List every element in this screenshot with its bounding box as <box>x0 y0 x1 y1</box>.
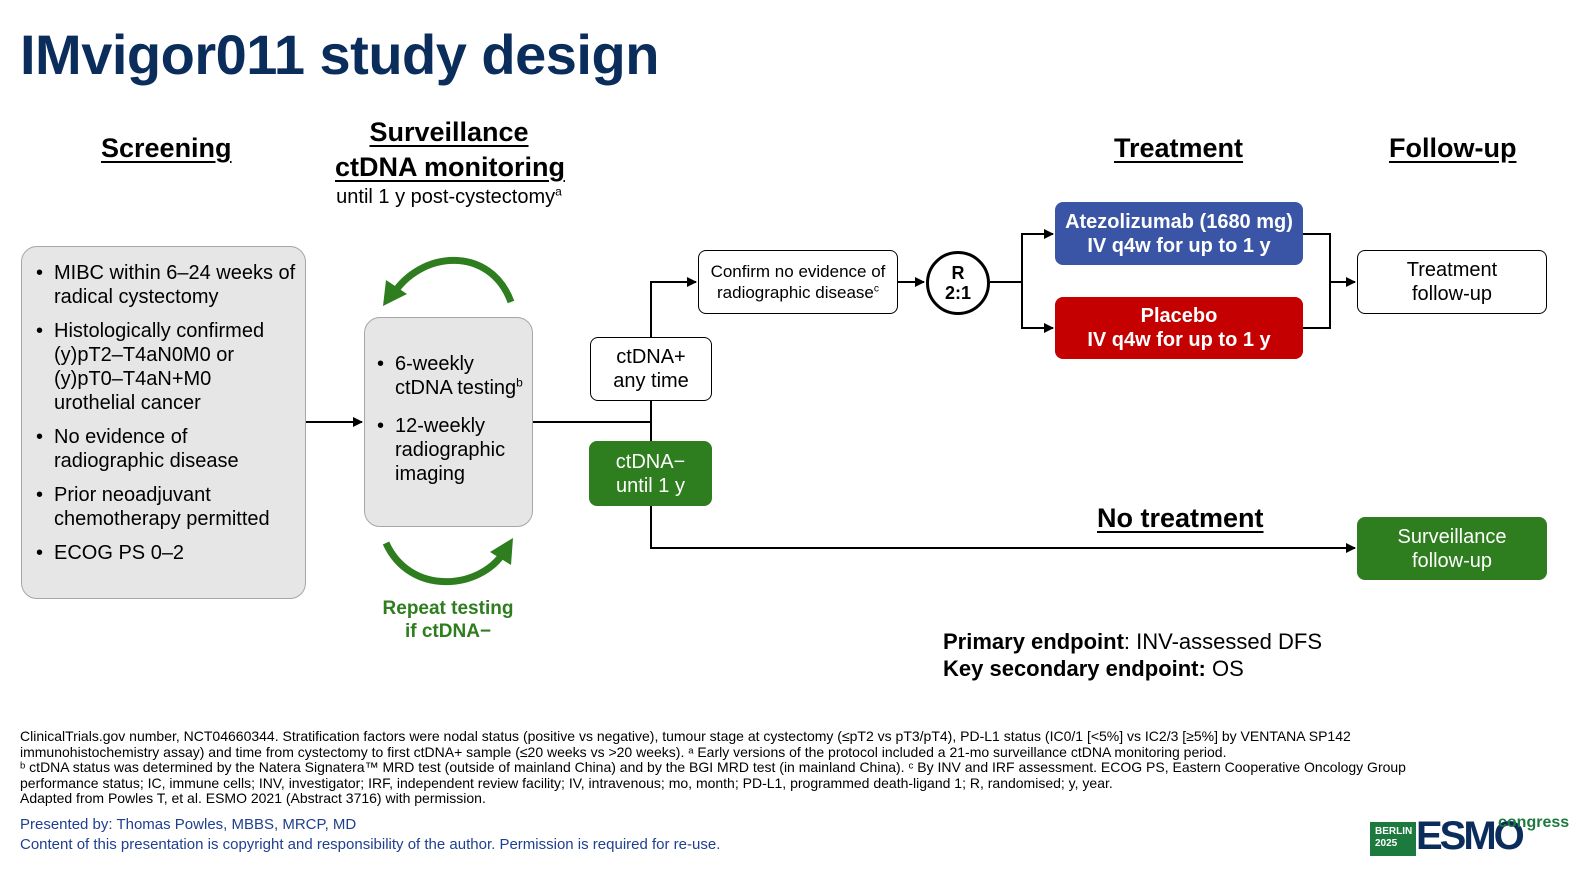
secondary-endpoint: Key secondary endpoint: OS <box>943 655 1322 682</box>
confirm-line2-text: radiographic disease <box>717 283 874 302</box>
placebo-arm-box: Placebo IV q4w for up to 1 y <box>1055 297 1303 359</box>
surveillance-item-imaging-line3: imaging <box>395 463 466 485</box>
surveillance-list: 6-weekly ctDNA testingb 12-weekly radiog… <box>369 352 526 486</box>
presenter-credit: Presented by: Thomas Powles, MBBS, MRCP,… <box>20 816 357 833</box>
footnote-line: immunohistochemistry assay) and time fro… <box>20 743 1227 760</box>
surveillance-item-ctdna-text: ctDNA testing <box>395 377 517 399</box>
surveillance-item-imaging-line2: radiographic <box>395 439 506 461</box>
surveillance-subtitle-text: until 1 y post-cystectomy <box>336 186 556 208</box>
footnote-c-marker: c <box>873 283 879 295</box>
treatment-followup-line2: follow-up <box>1411 283 1493 305</box>
footnote-line: ᵇ ctDNA status was determined by the Nat… <box>20 759 1406 775</box>
screening-criterion-line: Prior neoadjuvant <box>54 484 211 506</box>
endpoints-block: Primary endpoint: INV-assessed DFS Key s… <box>943 628 1322 682</box>
confirm-line2: radiographic diseasec <box>717 282 879 303</box>
repeat-testing-line2: if ctDNA− <box>404 621 492 642</box>
logo-word: congress <box>1498 814 1570 831</box>
ctdna-negative-line2: until 1 y <box>616 474 685 497</box>
screening-criterion-line: urothelial cancer <box>54 392 201 414</box>
surveillance-item-imaging: 12-weekly radiographic imaging <box>369 414 526 486</box>
esmo-congress-logo: BERLIN 2025 ESMO congress <box>1370 814 1570 858</box>
screening-criterion-line: (y)pT2–T4aN0M0 or <box>54 344 235 366</box>
footnote-a-marker: a <box>555 184 562 199</box>
primary-endpoint-value: : INV-assessed DFS <box>1123 629 1322 654</box>
confirm-radiographic-box: Confirm no evidence of radiographic dise… <box>698 250 898 314</box>
screening-criterion-line: ECOG PS 0–2 <box>54 542 185 564</box>
atezolizumab-line1: Atezolizumab (1680 mg) <box>1065 210 1293 233</box>
cycle-arrowhead-top <box>383 280 407 306</box>
heading-surveillance-line1: Surveillance <box>369 117 529 147</box>
repeat-testing-line1: Repeat testing <box>382 598 514 619</box>
logo-year: 2025 <box>1375 838 1398 849</box>
screening-criterion-line: radiographic disease <box>54 450 239 472</box>
footnote-b-marker: b <box>516 375 523 390</box>
placebo-line1: Placebo <box>1140 305 1218 327</box>
ctdna-positive-line1: ctDNA+ <box>616 346 686 368</box>
cycle-arrow-top <box>389 256 515 304</box>
cycle-arrow-bottom <box>382 541 507 586</box>
heading-screening: Screening <box>101 133 232 163</box>
surveillance-box: 6-weekly ctDNA testingb 12-weekly radiog… <box>364 317 533 527</box>
heading-treatment: Treatment <box>1114 133 1244 163</box>
heading-no-treatment: No treatment <box>1097 503 1264 533</box>
screening-criterion-line: chemotherapy permitted <box>54 508 270 530</box>
secondary-endpoint-label: Key secondary endpoint: <box>943 656 1206 681</box>
surveillance-item-ctdna-line2: ctDNA testingb <box>395 376 526 400</box>
heading-surveillance: Surveillance ctDNA monitoring <box>335 117 565 183</box>
screening-criterion-line: radical cystectomy <box>54 286 219 308</box>
logo-brand: ESMO <box>1416 814 1525 858</box>
heading-followup: Follow-up <box>1389 133 1517 163</box>
randomisation-ratio: 2:1 <box>944 283 971 303</box>
surveillance-followup-line2: follow-up <box>1411 549 1493 572</box>
copyright-notice: Content of this presentation is copyrigh… <box>20 836 721 853</box>
treatment-followup-line1: Treatment <box>1406 259 1498 281</box>
ctdna-positive-line2: any time <box>613 370 689 392</box>
surveillance-item-ctdna: 6-weekly ctDNA testingb <box>369 352 526 400</box>
atezolizumab-arm-box: Atezolizumab (1680 mg) IV q4w for up to … <box>1055 202 1303 265</box>
footnote-line: Adapted from Powles T, et al. ESMO 2021 … <box>20 790 486 806</box>
primary-endpoint: Primary endpoint: INV-assessed DFS <box>943 628 1322 655</box>
page-title: IMvigor011 study design <box>20 23 659 86</box>
secondary-endpoint-value: OS <box>1205 656 1244 681</box>
ctdna-negative-box: ctDNA− until 1 y <box>589 441 712 506</box>
ctdna-negative-line1: ctDNA− <box>615 450 686 473</box>
atezolizumab-line2: IV q4w for up to 1 y <box>1087 234 1271 257</box>
cycle-arrowhead-bottom <box>490 538 513 565</box>
randomisation-r: R <box>951 263 965 283</box>
confirm-line1: Confirm no evidence of <box>710 262 886 281</box>
heading-surveillance-line2: ctDNA monitoring <box>335 152 565 182</box>
screening-criterion-line: No evidence of <box>54 426 188 448</box>
screening-criterion: Histologically confirmed(y)pT2–T4aN0M0 o… <box>28 319 297 415</box>
footnote-line: performance status; IC, immune cells; IN… <box>20 774 1113 791</box>
primary-endpoint-label: Primary endpoint <box>943 629 1124 654</box>
screening-criterion-line: MIBC within 6–24 weeks of <box>54 262 296 284</box>
surveillance-subtitle: until 1 y post-cystectomya <box>330 184 568 209</box>
randomisation-circle: R 2:1 <box>926 251 990 315</box>
screening-criterion-line: (y)pT0–T4aN+M0 <box>54 368 212 390</box>
screening-criterion-line: Histologically confirmed <box>54 320 265 342</box>
footnotes: ClinicalTrials.gov number, NCT04660344. … <box>20 728 1565 807</box>
placebo-line2: IV q4w for up to 1 y <box>1087 329 1271 351</box>
treatment-followup-box: Treatment follow-up <box>1357 250 1547 314</box>
repeat-testing-label: Repeat testing if ctDNA− <box>368 597 528 643</box>
surveillance-item-ctdna-line1: 6-weekly <box>395 353 474 375</box>
logo-city-badge: BERLIN 2025 <box>1370 822 1416 856</box>
surveillance-item-imaging-line1: 12-weekly <box>395 415 486 437</box>
ctdna-positive-box: ctDNA+ any time <box>590 337 712 401</box>
footnote-line: ClinicalTrials.gov number, NCT04660344. … <box>20 728 1351 744</box>
logo-city: BERLIN <box>1375 826 1413 837</box>
surveillance-followup-box: Surveillance follow-up <box>1357 517 1547 580</box>
surveillance-followup-line1: Surveillance <box>1397 525 1507 548</box>
screening-criterion: ECOG PS 0–2 <box>28 541 297 565</box>
